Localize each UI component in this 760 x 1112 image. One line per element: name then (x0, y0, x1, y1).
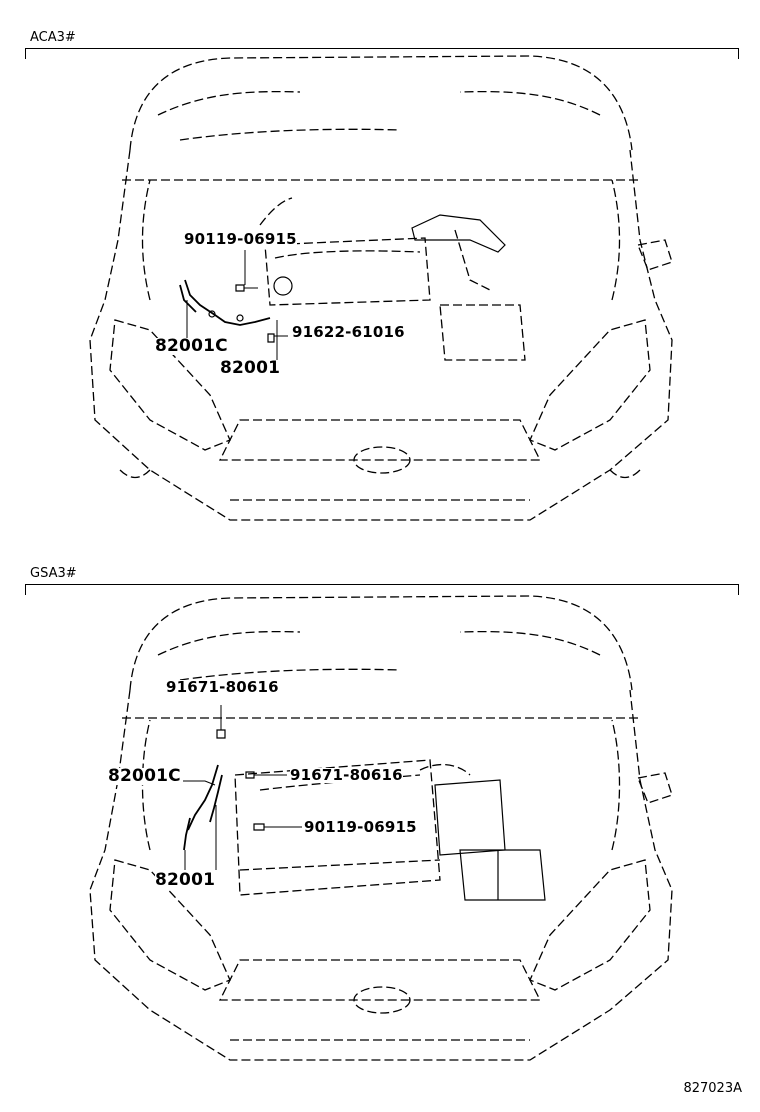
engine-bay-illustration-gsa3 (89, 595, 673, 1061)
callout-bolt-top-aca3: 90119-06915 (184, 230, 297, 248)
callout-harness-clamp-gsa3: 82001C (108, 766, 181, 786)
callout-harness-aca3: 82001 (220, 358, 281, 378)
engine-bay-illustration-aca3 (89, 55, 673, 521)
variant-label-aca3: ACA3# (30, 30, 76, 45)
section-bracket-gsa3 (25, 584, 739, 595)
callout-bolt-low-gsa3: 90119-06915 (304, 818, 417, 836)
callout-bolt-right-aca3: 91622-61016 (292, 323, 405, 341)
section-bracket-aca3 (25, 48, 739, 59)
callout-harness-gsa3: 82001 (155, 870, 216, 890)
variant-label-gsa3: GSA3# (30, 566, 77, 581)
figure-id: 827023A (683, 1081, 742, 1096)
callout-bolt-mid-gsa3: 91671-80616 (290, 766, 403, 784)
callout-bolt-top-gsa3: 91671-80616 (166, 678, 279, 696)
callout-harness-clamp-aca3: 82001C (155, 336, 228, 356)
